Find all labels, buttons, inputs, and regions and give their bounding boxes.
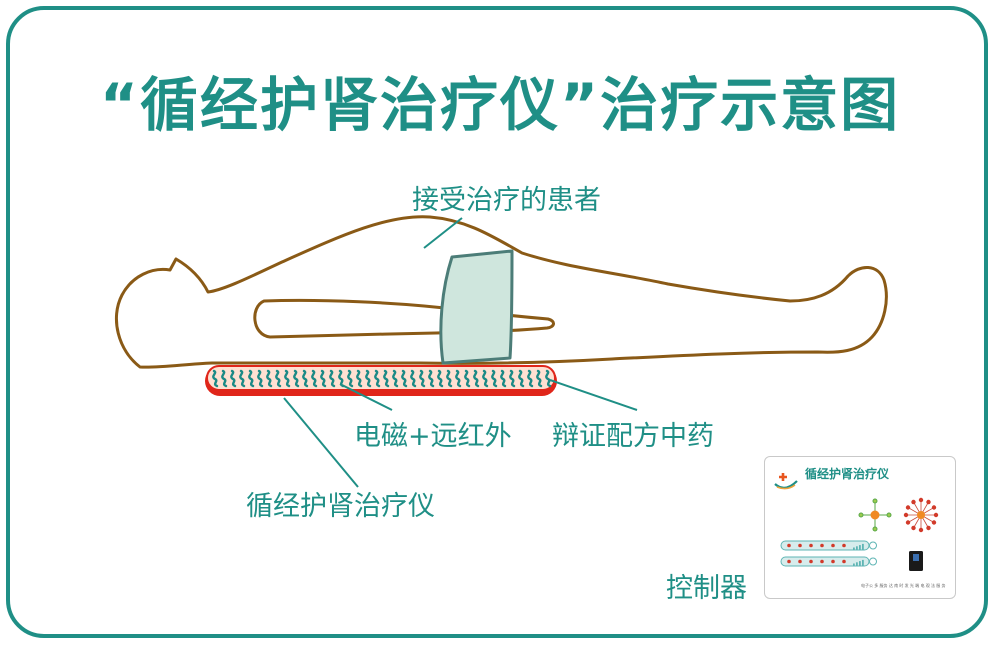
pad-pattern-stroke [347, 369, 354, 388]
pad-pattern-stroke [266, 369, 273, 388]
slider-level-bar [859, 561, 861, 566]
leader-line-device [283, 397, 359, 488]
pad-pattern-stroke [383, 369, 390, 388]
outer-frame [6, 6, 988, 638]
patient-arm-outline [253, 298, 555, 339]
pad-pattern-stroke [293, 369, 300, 388]
slider-dot [820, 559, 824, 564]
pad-pattern [212, 369, 552, 388]
ring-dot [903, 512, 909, 518]
label-device: 循经护肾治疗仪 [246, 491, 435, 522]
page-title: “循经护肾治疗仪”治疗示意图 [99, 71, 901, 139]
pad-pattern-stroke [365, 369, 372, 388]
controller-footer: 电子公 多 服务 达 南 时 发 光 端 电 观 法 服 务 [861, 583, 946, 588]
slider-level-bar [853, 547, 855, 550]
treatment-pad [205, 365, 557, 396]
pad-pattern-stroke [491, 369, 498, 388]
pad-pattern-stroke [455, 369, 462, 388]
ring-hub [917, 511, 925, 519]
slider-dot [798, 559, 802, 564]
pad-pattern-stroke [311, 369, 318, 388]
pad-pattern-stroke [419, 369, 426, 388]
slider-dot [809, 559, 813, 564]
slider-dot [809, 543, 813, 548]
slider-bar-2 [780, 556, 877, 567]
label-patient: 接受治疗的患者 [412, 185, 601, 216]
slider-level-bar [853, 563, 855, 566]
ring-dot [926, 499, 931, 505]
node-star-icon [858, 498, 892, 532]
pad-pattern-stroke [500, 369, 507, 388]
pad-pattern-stroke [545, 369, 552, 388]
ring-dot [905, 505, 911, 510]
slider-dot [787, 543, 791, 548]
slider-level-bar [856, 562, 858, 566]
pad-pattern-stroke [275, 369, 282, 388]
waist-band [439, 249, 514, 365]
pad-pattern-stroke [509, 369, 516, 388]
slider-level-bar [862, 543, 864, 550]
controller-graphics [774, 473, 939, 571]
ring-dot [911, 499, 916, 505]
controller-title: 循经护肾治疗仪 [805, 467, 890, 481]
pad-pattern-stroke [428, 369, 435, 388]
pad-pattern-stroke [410, 369, 417, 388]
label-herbs: 辩证配方中药 [552, 421, 714, 452]
label-controller: 控制器 [666, 573, 747, 604]
switch-icon [909, 551, 923, 571]
pad-pattern-stroke [482, 369, 489, 388]
ring-dot [918, 527, 924, 533]
ring-dot [931, 520, 937, 525]
ring-dot [911, 525, 916, 531]
slider-dot [842, 559, 846, 564]
slider-level-bar [856, 546, 858, 550]
slider-dot [787, 559, 791, 564]
slider-dot [842, 543, 846, 548]
pad-pattern-stroke [401, 369, 408, 388]
pad-pattern-stroke [212, 369, 219, 388]
pad-pattern-stroke [374, 369, 381, 388]
pad-pattern-stroke [329, 369, 336, 388]
leader-line-herbs [549, 379, 638, 411]
slider-bar-1 [780, 540, 877, 551]
node-ring-icon [903, 497, 939, 533]
label-em: 电磁+远红外 [354, 421, 512, 452]
slider-dot [831, 559, 835, 564]
ring-dot [905, 520, 911, 525]
pad-pattern-stroke [464, 369, 471, 388]
ring-dot [933, 512, 939, 518]
pad-pattern-stroke [392, 369, 399, 388]
ring-dot [926, 525, 931, 531]
pad-pattern-stroke [356, 369, 363, 388]
pad-pattern-stroke [302, 369, 309, 388]
pad-pattern-stroke [527, 369, 534, 388]
pad-pattern-stroke [221, 369, 228, 388]
ring-dot [931, 505, 937, 510]
leader-line-em [339, 383, 393, 411]
slider-level-bar [859, 545, 861, 550]
pad-pattern-stroke [473, 369, 480, 388]
pad-pattern-stroke [437, 369, 444, 388]
pad-pattern-stroke [536, 369, 543, 388]
slider-indicator-dots [787, 543, 864, 566]
patient-body-outline [114, 215, 888, 369]
slider-level-bar [862, 559, 864, 566]
pad-pattern-stroke [257, 369, 264, 388]
pad-pattern-stroke [230, 369, 237, 388]
pad-pattern-stroke [446, 369, 453, 388]
logo-icon [774, 473, 798, 490]
slider-dot [798, 543, 802, 548]
pad-pattern-stroke [239, 369, 246, 388]
pad-pattern-stroke [518, 369, 525, 388]
pad-pattern-stroke [284, 369, 291, 388]
ring-dot [918, 497, 924, 503]
slider-dot [831, 543, 835, 548]
pad-pattern-stroke [248, 369, 255, 388]
pad-pattern-stroke [320, 369, 327, 388]
controller-panel: 循经护肾治疗仪 电子公 多 服务 达 南 时 发 光 端 电 观 法 服 务 [764, 456, 956, 599]
slider-dot [820, 543, 824, 548]
leader-line-patient [423, 217, 463, 249]
